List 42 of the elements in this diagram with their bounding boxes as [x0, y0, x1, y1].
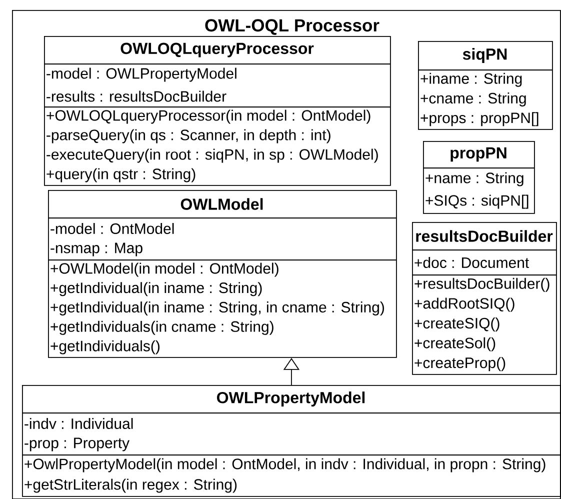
attribute: +name : String	[426, 172, 524, 186]
package-title: OWL-OQL Processor	[205, 19, 380, 35]
class-box	[422, 141, 535, 214]
attribute: +cname : String	[420, 92, 526, 106]
operation: +getIndividual(in iname : String, in cname : String)	[50, 302, 384, 316]
class-name: siqPN	[462, 48, 507, 63]
operation: +createProp()	[414, 357, 506, 372]
operation: +createSIQ()	[414, 318, 500, 332]
attribute: -model : OWLPropertyModel	[46, 68, 236, 82]
operation: +getIndividuals()	[50, 340, 160, 354]
operation: +getStrLiterals(in regex : String)	[24, 478, 237, 493]
attribute: +iname : String	[420, 72, 522, 87]
operation: +OWLModel(in model : OntModel)	[50, 262, 278, 277]
operation: +OWLOQLqueryProcessor(in model : OntModel)	[46, 110, 370, 124]
operation: +addRootSIQ()	[414, 298, 514, 312]
attribute: +doc : Document	[414, 257, 530, 268]
operation: -parseQuery(in qs : Scanner, in depth : int)	[46, 129, 330, 144]
operation: +resultsDocBuilder()	[414, 278, 550, 292]
class-box	[412, 222, 557, 375]
operation: +getIndividual(in iname : String)	[50, 282, 262, 296]
operation: +getIndividuals(in cname : String)	[50, 320, 274, 335]
class-name: propPN	[450, 147, 506, 162]
operation: +OwlPropertyModel(in model : OntModel, in indv : Individual, in propn : String)	[24, 458, 546, 472]
package-frame	[12, 10, 561, 499]
operation: +query(in qstr : String)	[46, 168, 196, 182]
class-name: OWLOQLqueryProcessor	[120, 42, 314, 58]
class-name: OWLModel	[180, 198, 263, 210]
class-box	[44, 36, 391, 186]
class-box	[48, 190, 397, 358]
attribute: -indv : Individual	[24, 418, 133, 429]
attribute: -nsmap : Map	[50, 242, 142, 256]
class-name: OWLPropertyModel	[217, 392, 365, 406]
attribute: -model : OntModel	[50, 223, 174, 234]
operation: +createSol()	[414, 337, 496, 352]
class-name: resultsDocBuilder	[416, 230, 553, 242]
attribute: +props : propPN[]	[420, 112, 538, 126]
attribute: +SIQs : siqPN[]	[426, 194, 528, 209]
class-box	[418, 41, 553, 130]
class-box	[22, 385, 561, 497]
attribute: -prop : Property	[24, 438, 130, 452]
operation: -executeQuery(in root : siqPN, in sp : OWLModel)	[46, 148, 378, 163]
attribute: -results : resultsDocBuilder	[46, 90, 226, 102]
